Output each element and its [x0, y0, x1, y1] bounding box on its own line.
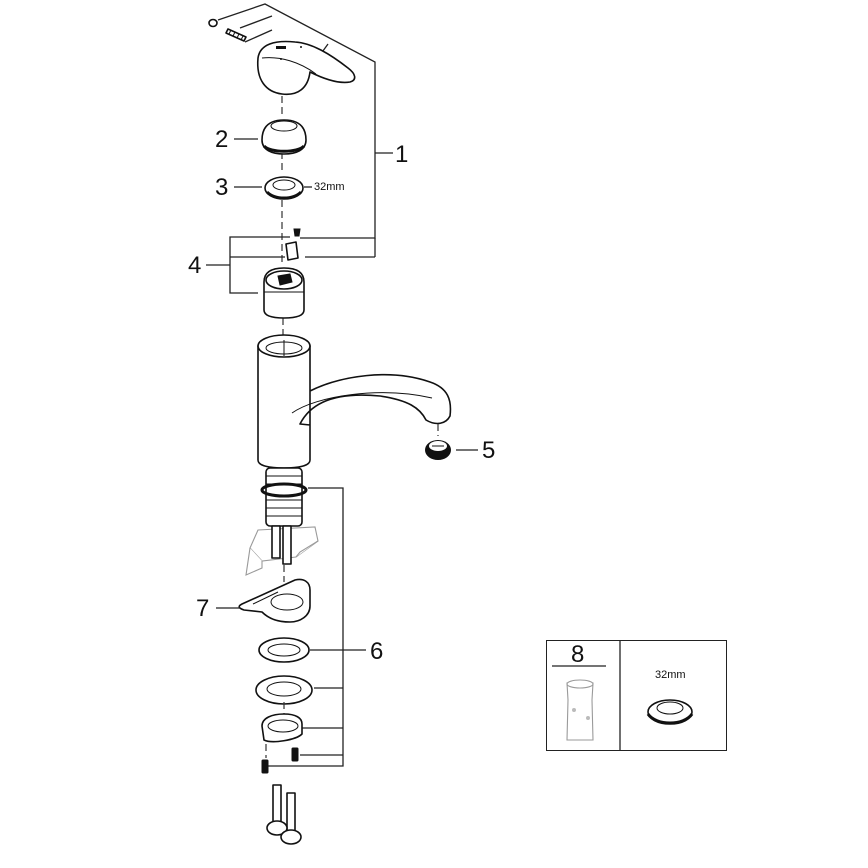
mounting-bracket [261, 713, 303, 743]
cartridge-screw [285, 228, 301, 261]
callout-6-bracket [263, 487, 366, 767]
part-7-stabilizer-plate [238, 578, 311, 623]
kit-32mm-nut [646, 699, 694, 725]
nut-size-label: 32mm [314, 181, 345, 193]
handle-lever [257, 40, 356, 96]
callout-2-label: 2 [215, 126, 229, 153]
grub-screw [225, 28, 247, 42]
callout-4-bracket [206, 236, 290, 294]
part-5-aerator [425, 440, 451, 460]
supply-hoses [271, 525, 292, 565]
callout-3-label: 3 [215, 174, 229, 201]
washer-upper [258, 637, 310, 663]
callout-8-label: 8 [571, 641, 585, 668]
callout-1-label: 1 [395, 141, 409, 168]
threaded-shank [260, 467, 308, 527]
callout-5-label: 5 [482, 437, 496, 464]
callout-6-label: 6 [370, 638, 384, 665]
washer-lower [255, 675, 313, 705]
part-3-hex-nut [264, 176, 304, 200]
callout-1-bracket [217, 3, 393, 258]
tool-kit-box [546, 640, 727, 751]
kit-nut-size-label: 32mm [655, 669, 686, 681]
faucet-body [257, 334, 452, 469]
set-screw [208, 18, 218, 28]
callout-4-label: 4 [188, 252, 202, 279]
sink-cutout-ghost [245, 526, 319, 576]
mounting-screws [261, 744, 299, 774]
callout-7-label: 7 [196, 595, 210, 622]
part-4-cartridge [263, 267, 305, 319]
supply-hose-fittings [266, 784, 302, 845]
part-2-escutcheon-cap [261, 119, 307, 155]
kit-tool-sleeve [566, 679, 594, 741]
